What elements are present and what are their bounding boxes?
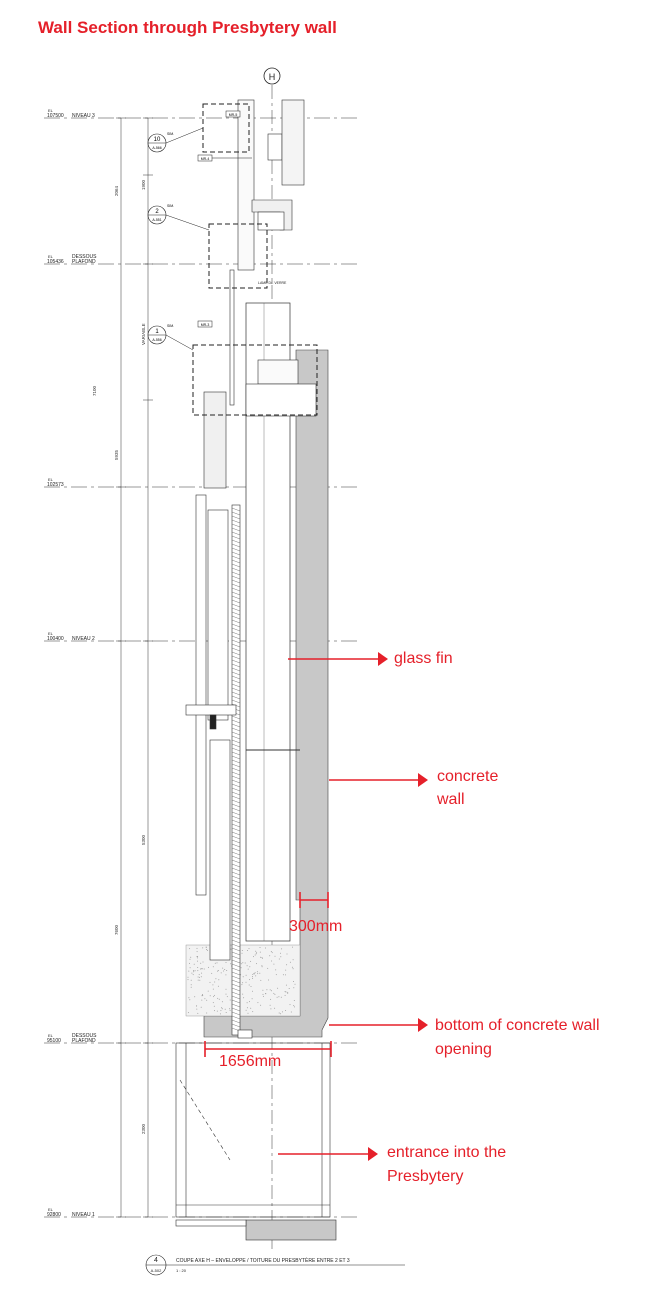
level-elevation: 100400 <box>47 636 64 642</box>
level-name: NIVEAU 3 <box>72 113 95 119</box>
drawing-caption: 4 A-502 COUPE AXE H – ENVELOPPE / TOITUR… <box>145 1254 405 1276</box>
svg-text:MR-4: MR-4 <box>201 157 210 161</box>
svg-text:2: 2 <box>155 209 159 215</box>
caption-sheet: A-502 <box>151 1268 162 1273</box>
dim-variable: VARIABLE <box>141 323 146 345</box>
dim-5935: 5935 <box>114 449 119 460</box>
svg-text:A-566: A-566 <box>152 146 161 150</box>
dimension-labels: 2064 1900 VARIABLE 7100 5935 5300 7600 2… <box>92 179 146 1134</box>
caption-scale: 1 : 20 <box>176 1268 187 1273</box>
svg-text:SIM.: SIM. <box>167 132 174 136</box>
level-name: DESSOUS <box>72 1033 97 1039</box>
level-el-label: EL <box>48 1033 54 1038</box>
dim-7600: 7600 <box>114 924 119 935</box>
dim-5300: 5300 <box>141 834 146 845</box>
detail-boxes <box>192 103 318 416</box>
level-el-label: EL <box>48 631 54 636</box>
concrete-wall-arrow <box>418 773 428 787</box>
label-entrance-line1: entrance into the <box>387 1144 507 1161</box>
level-name-line2: PLAFOND <box>72 259 96 265</box>
level-name-line2: PLAFOND <box>72 1038 96 1044</box>
detail-callout-10: 10 A-566 SIM. <box>147 127 204 153</box>
label-concrete-wall-line1: concrete <box>437 768 499 785</box>
level-name: DESSOUS <box>72 254 97 260</box>
tag-mr5: MR-5 <box>225 110 241 118</box>
svg-text:A-551: A-551 <box>152 218 161 222</box>
level-name: NIVEAU 1 <box>72 1212 95 1218</box>
cladding-hatch <box>231 507 241 1032</box>
svg-text:SIM.: SIM. <box>167 204 174 208</box>
cladding-panel <box>231 504 241 1036</box>
svg-text:A-556: A-556 <box>152 338 161 342</box>
level-elevation: 107500 <box>47 113 64 119</box>
entrance-arrow <box>368 1147 378 1161</box>
dim-2064: 2064 <box>114 185 119 196</box>
level-elevation: 102573 <box>47 482 64 488</box>
label-1656mm: 1656mm <box>219 1053 282 1070</box>
level-el-label: EL <box>48 477 54 482</box>
svg-text:10: 10 <box>154 137 161 143</box>
svg-text:SIM.: SIM. <box>167 324 174 328</box>
level-name: NIVEAU 2 <box>72 636 95 642</box>
level-el-label: EL <box>48 1207 54 1212</box>
detail-callout-1: 1 A-556 SIM. <box>147 324 194 351</box>
tag-mr4: MR-4 <box>197 154 252 162</box>
stipple-pattern <box>187 946 296 1015</box>
level-elevation: 95100 <box>47 1038 61 1044</box>
red-annotations <box>204 652 428 1161</box>
dim-7100: 7100 <box>92 385 97 396</box>
grid-marker-label: H <box>269 72 276 82</box>
level-elevation: 92800 <box>47 1212 61 1218</box>
caption-number: 4 <box>154 1257 158 1264</box>
glass-fin-arrow <box>378 652 388 666</box>
label-entrance-line2: Presbytery <box>387 1168 464 1185</box>
label-concrete-wall-line2: wall <box>437 791 465 808</box>
svg-text:MR-3: MR-3 <box>201 323 210 327</box>
dimension-strings <box>116 117 153 1218</box>
label-glass-fin: glass fin <box>394 650 453 667</box>
page-title: Wall Section through Presbytery wall <box>38 18 337 37</box>
level-elevation: 105436 <box>47 259 64 265</box>
detail-callout-2: 2 A-551 SIM. <box>147 204 210 231</box>
caption-title: COUPE AXE H – ENVELOPPE / TOITURE DU PRE… <box>176 1257 350 1264</box>
dim-1900: 1900 <box>141 179 146 190</box>
note-lame-de-verre: LAME DE VERRE <box>258 281 287 285</box>
tag-mr3: MR-3 <box>197 320 213 328</box>
dim-2300: 2300 <box>141 1123 146 1134</box>
svg-text:1: 1 <box>155 329 159 335</box>
level-el-label: EL <box>48 108 54 113</box>
level-el-label: EL <box>48 254 54 259</box>
label-300mm: 300mm <box>289 918 343 935</box>
grid-marker-circle <box>263 67 281 85</box>
floor-fill <box>185 944 301 1017</box>
upper-assembly <box>185 99 317 961</box>
concrete-wall <box>203 349 329 1038</box>
entrance-frame <box>175 1029 337 1241</box>
label-bottom-line1: bottom of concrete wall <box>435 1017 600 1034</box>
label-bottom-line2: opening <box>435 1041 492 1058</box>
svg-text:MR-5: MR-5 <box>229 113 238 117</box>
bottom-opening-arrow <box>418 1018 428 1032</box>
